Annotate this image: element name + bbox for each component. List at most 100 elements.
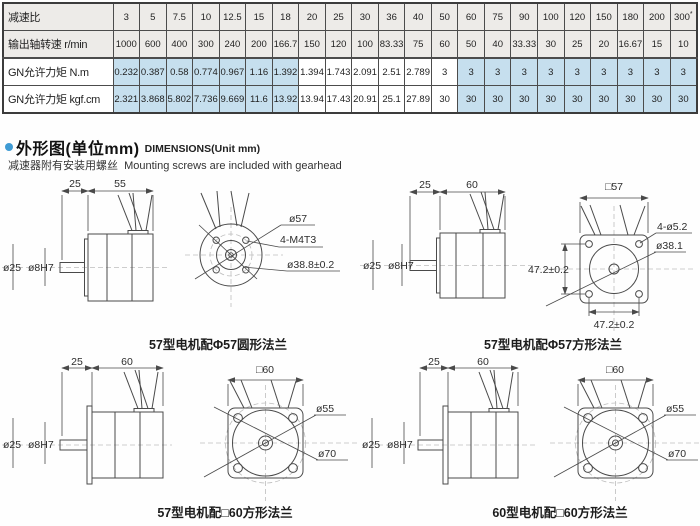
motor-outline: [59, 230, 154, 302]
table-cell: 150: [298, 30, 326, 59]
table-cell: 150: [590, 2, 618, 31]
dimension-lines: [2, 188, 168, 290]
table-cell: 3: [616, 57, 645, 86]
table-cell: 60: [430, 30, 459, 59]
leader-lines: [194, 224, 340, 280]
table-cell: 30: [537, 30, 565, 59]
table-cell: 12.5: [218, 2, 247, 31]
lead-wires: [478, 369, 514, 409]
drawing-square-flange-60-right: □60 ø55 ø70: [550, 364, 700, 501]
table-cell: 30: [590, 85, 618, 114]
table-cell: 3: [430, 57, 459, 86]
dim-label: ø57: [289, 213, 307, 225]
drawing-round-flange-57: ø57 4-M4T3 ø38.8±0.2: [185, 190, 340, 307]
leader-lines: [545, 232, 692, 307]
lead-wires: [580, 204, 646, 236]
drawing-caption: 57型电机配Φ57圆形法兰: [148, 338, 288, 352]
row-label: GN允许力矩 N.m: [2, 57, 114, 86]
lead-wires: [229, 379, 297, 409]
drawing-caption: 57型电机配Φ57方形法兰: [483, 338, 623, 352]
dim-label: ø8H7: [388, 260, 414, 272]
table-cell: 100: [351, 30, 379, 59]
motor-outline: [409, 229, 506, 299]
table-cell: 30: [563, 85, 592, 114]
dim-label: ø70: [318, 448, 336, 460]
table-cell: 3: [537, 57, 565, 86]
dim-label: ø38.8±0.2: [287, 259, 334, 271]
table-cell: 200: [245, 30, 273, 59]
leader-lines: [553, 406, 698, 478]
table-cell: 180: [616, 2, 645, 31]
table-cell: 30: [616, 85, 645, 114]
note-en: Mounting screws are included with gearhe…: [124, 160, 342, 172]
drawing-square-flange-60-left: □60 ø55 ø70: [200, 364, 358, 501]
table-cell: 13.94: [298, 85, 326, 114]
lead-wires: [117, 192, 153, 231]
table-cell: 20.91: [351, 85, 379, 114]
dim-label: 4-M4T3: [280, 234, 316, 246]
table-cell: 3: [112, 2, 141, 31]
dimension-lines: [227, 377, 304, 406]
table-cell: 9.669: [218, 85, 247, 114]
table-cell: 30: [483, 85, 512, 114]
table-cell: 10: [669, 30, 698, 59]
table-cell: 20: [590, 30, 618, 59]
table-cell: 0.967: [218, 57, 247, 86]
dimension-lines: [561, 195, 649, 316]
dim-label: ø25: [363, 260, 381, 272]
table-cell: 90: [510, 2, 538, 31]
table-cell: 60: [457, 2, 485, 31]
dim-label: 55: [114, 178, 126, 190]
table-cell: 25: [324, 2, 353, 31]
table-cell: 1.16: [245, 57, 273, 86]
table-cell: 3: [483, 57, 512, 86]
table-cell: 36: [377, 2, 406, 31]
table-cell: 30: [457, 85, 485, 114]
dimension-lines: [362, 365, 538, 468]
dim-label: ø25: [362, 439, 380, 451]
dim-label: 25: [71, 356, 83, 368]
lead-wires: [579, 379, 647, 409]
table-cell: 300*: [669, 2, 698, 31]
table-cell: 10: [192, 2, 220, 31]
dim-label: 47.2±0.2: [528, 264, 569, 276]
table-cell: 25.1: [377, 85, 406, 114]
motor-outline: [417, 405, 519, 485]
table-cell: 83.33: [377, 30, 406, 59]
section-title: 外形图(单位mm) DIMENSIONS(Unit mm): [5, 135, 260, 159]
dim-label: 25: [419, 179, 431, 191]
table-cell: 1.394: [298, 57, 326, 86]
dim-label: ø8H7: [28, 439, 54, 451]
drawing-side-view-57-round: 25 55 ø25 ø8H7: [2, 178, 168, 302]
table-cell: 7.5: [165, 2, 194, 31]
table-cell: 100: [537, 2, 565, 31]
table-cell: 0.58: [165, 57, 194, 86]
dim-label: ø38.1: [656, 240, 683, 252]
dim-label: 60: [477, 356, 489, 368]
table-cell: 75: [404, 30, 432, 59]
dim-label: □60: [606, 364, 624, 376]
lead-wires: [469, 191, 505, 230]
dim-label: 25: [428, 356, 440, 368]
dim-label: □60: [256, 364, 274, 376]
table-cell: 600: [139, 30, 167, 59]
table-cell: 0.387: [139, 57, 167, 86]
table-cell: 50: [430, 2, 459, 31]
table-cell: 240: [218, 30, 247, 59]
table-cell: 50: [457, 30, 485, 59]
table-cell: 2.51: [377, 57, 406, 86]
dimension-lines: [360, 189, 534, 290]
table-cell: 18: [271, 2, 300, 31]
table-cell: 120: [324, 30, 353, 59]
flange-outline: [199, 223, 263, 287]
row-label: 减速比: [2, 2, 114, 31]
dim-label: 60: [466, 179, 478, 191]
table-cell: 7.736: [192, 85, 220, 114]
dim-label: ø55: [316, 403, 334, 415]
row-label: 输出轴转速 r/min: [2, 30, 114, 59]
table-cell: 0.232: [112, 57, 141, 86]
drawing-square-flange-57: □57 4-ø5.2 ø38.1 47.2±0.2 47.2±0.2: [528, 181, 696, 333]
drawing-caption: 57型电机配□60方形法兰: [157, 506, 293, 520]
motor-outline: [59, 405, 164, 485]
